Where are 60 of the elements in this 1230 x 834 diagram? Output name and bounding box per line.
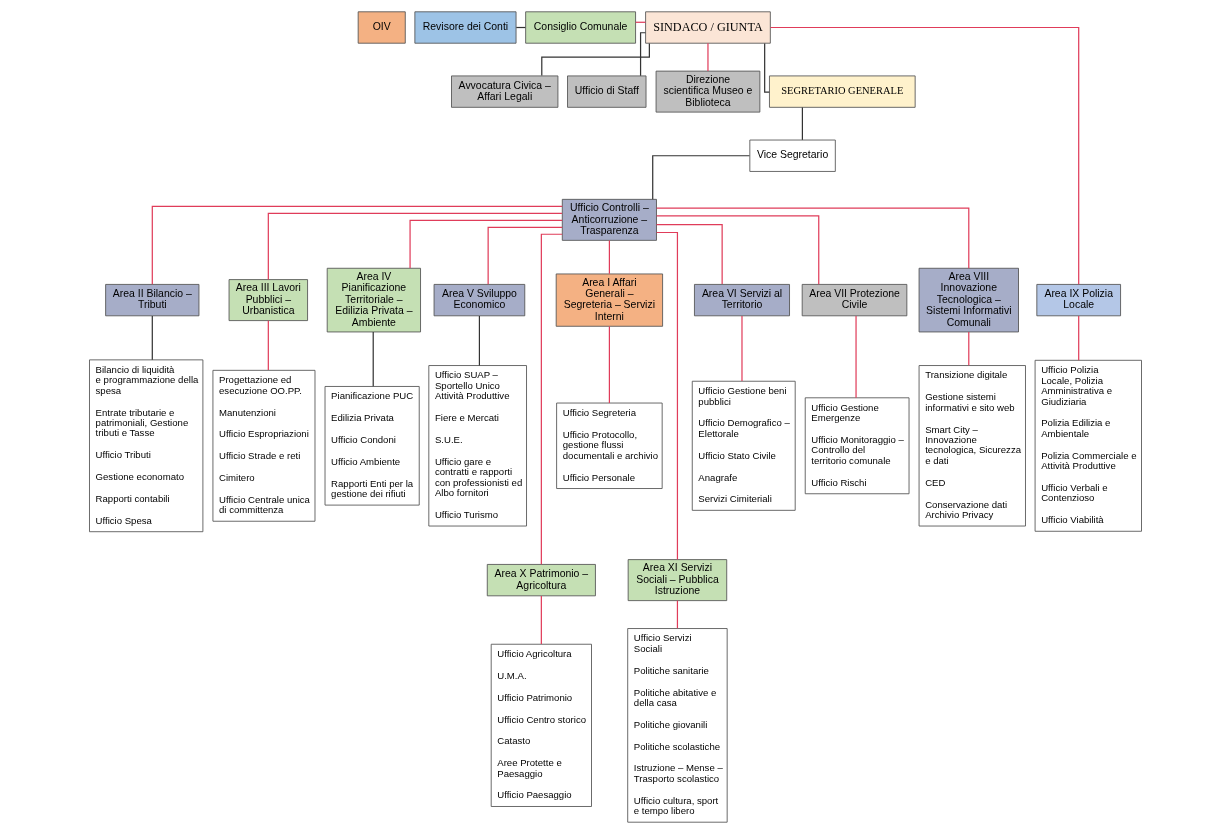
node-box: Ufficio Agricoltura U.M.A. Ufficio Patrimonio Ufficio Centro storico Catasto Aree Protette e Paesaggio Ufficio Paesaggio [490, 643, 592, 807]
connector [408, 219, 563, 269]
node-box: OIV [357, 11, 406, 44]
connector [763, 42, 770, 93]
node-box: Vice Segretario [748, 139, 836, 172]
connector [676, 600, 678, 629]
connector [608, 239, 610, 275]
node-box: Area VI Servizi al Territorio [693, 283, 790, 317]
node-box: Ufficio SUAP – Sportello Unico Attività Produttive Fiere e Mercati S.U.E. Ufficio gare e contratti e rapporti con professionisti ed Albo fornitori Ufficio Turismo [427, 365, 527, 527]
node-box: Ufficio Gestione beni pubblici Ufficio Demografico – Elettorale Ufficio Stato Civile Anagrafe Servizi Cimiteriali [691, 380, 796, 511]
connector [267, 320, 269, 371]
node-box: Area IV Pianificazione Territoriale – Edilizia Privata – Ambiente [326, 267, 421, 333]
node-box: Area X Patrimonio – Agricoltura [486, 564, 596, 597]
node-box: Area V Sviluppo Economico [433, 283, 525, 317]
connector [478, 315, 480, 367]
connector [608, 325, 610, 404]
connector [801, 106, 803, 141]
node-box: Pianificazione PUC Edilizia Privata Ufficio Condoni Ufficio Ambiente Rapporti Enti per la gestione dei rifiuti [324, 386, 420, 506]
connector [1077, 315, 1079, 361]
node-box: Direzione scientifica Museo e Biblioteca [655, 70, 760, 113]
node-box: Area VIII Innovazione Tecnologica – Sistemi Informativi Comunali [918, 267, 1019, 333]
connector [967, 331, 969, 366]
node-box: Area IX Polizia Locale [1035, 283, 1121, 317]
node-box: Bilancio di liquidità e programmazione della spesa Entrate tributarie e patrimoniali, Gestione tributi e Tasse Ufficio Tributi Gestione economato Rapporti contabili Ufficio Spesa [88, 359, 203, 533]
node-box: Area I Affari Generali – Segreteria – Servizi Interni [555, 273, 663, 327]
connector [655, 231, 678, 561]
node-box: Area VII Protezione Civile [801, 283, 907, 317]
connector [740, 315, 743, 382]
connector [540, 233, 563, 565]
node-box: SEGRETARIO GENERALE [768, 75, 916, 108]
node-box: SINDACO / GIUNTA [644, 11, 771, 44]
connector [854, 315, 857, 399]
node-box: Area XI Servizi Sociali – Pubblica Istruzione [627, 559, 727, 602]
connector [651, 155, 750, 200]
connector [372, 331, 374, 387]
node-box: Transizione digitale Gestione sistemi informativi e sito web Smart City – Innovazione tecnologica, Sicurezza e dati CED Conservazione dati Archivio Privacy [918, 365, 1026, 527]
node-box: Consiglio Comunale [524, 11, 636, 44]
node-box: Revisore dei Conti [413, 11, 516, 44]
node-box: Progettazione ed esecuzione OO.PP. Manutenzioni Ufficio Espropriazioni Ufficio Strade e reti Cimitero Ufficio Centrale unica di committenza [212, 369, 315, 522]
connector [655, 224, 723, 285]
node-box: Ufficio di Staff [566, 75, 646, 108]
connector [487, 226, 563, 285]
node-box: Ufficio Gestione Emergenze Ufficio Monitoraggio – Controllo del territorio comunale Ufficio Rischi [804, 397, 909, 495]
connector [639, 32, 646, 77]
node-box: Area II Bilancio – Tributi [104, 283, 199, 317]
connector [655, 207, 969, 269]
connector [151, 315, 153, 361]
node-box: Ufficio Segreteria Ufficio Protocollo, gestione flussi documentali e archivio Ufficio Personale [555, 402, 663, 489]
connector [267, 212, 563, 281]
node-box: Ufficio Polizia Locale, Polizia Amministrativa e Giudiziaria Polizia Edilizia e Ambientale Polizia Commerciale e Attività Produttive Ufficio Verbali e Contenzioso Ufficio Viabilità [1034, 359, 1142, 532]
node-box: Ufficio Servizi Sociali Politiche sanitarie Politiche abitative e della casa Politiche giovanili Politiche scolastiche Istruzione – Mense – Trasporto scolastico Ufficio cultura, sport e tempo libero [626, 628, 728, 823]
connector [769, 26, 1079, 285]
connector [655, 215, 819, 285]
connector [540, 595, 542, 645]
node-box: Avvocatura Civica – Affari Legali [450, 75, 558, 108]
connector [540, 42, 650, 77]
connector [706, 42, 709, 72]
node-box: Area III Lavori Pubblici – Urbanistica [228, 279, 308, 322]
connector [151, 205, 563, 285]
node-box: Ufficio Controlli – Anticorruzione – Trasparenza [561, 198, 657, 241]
